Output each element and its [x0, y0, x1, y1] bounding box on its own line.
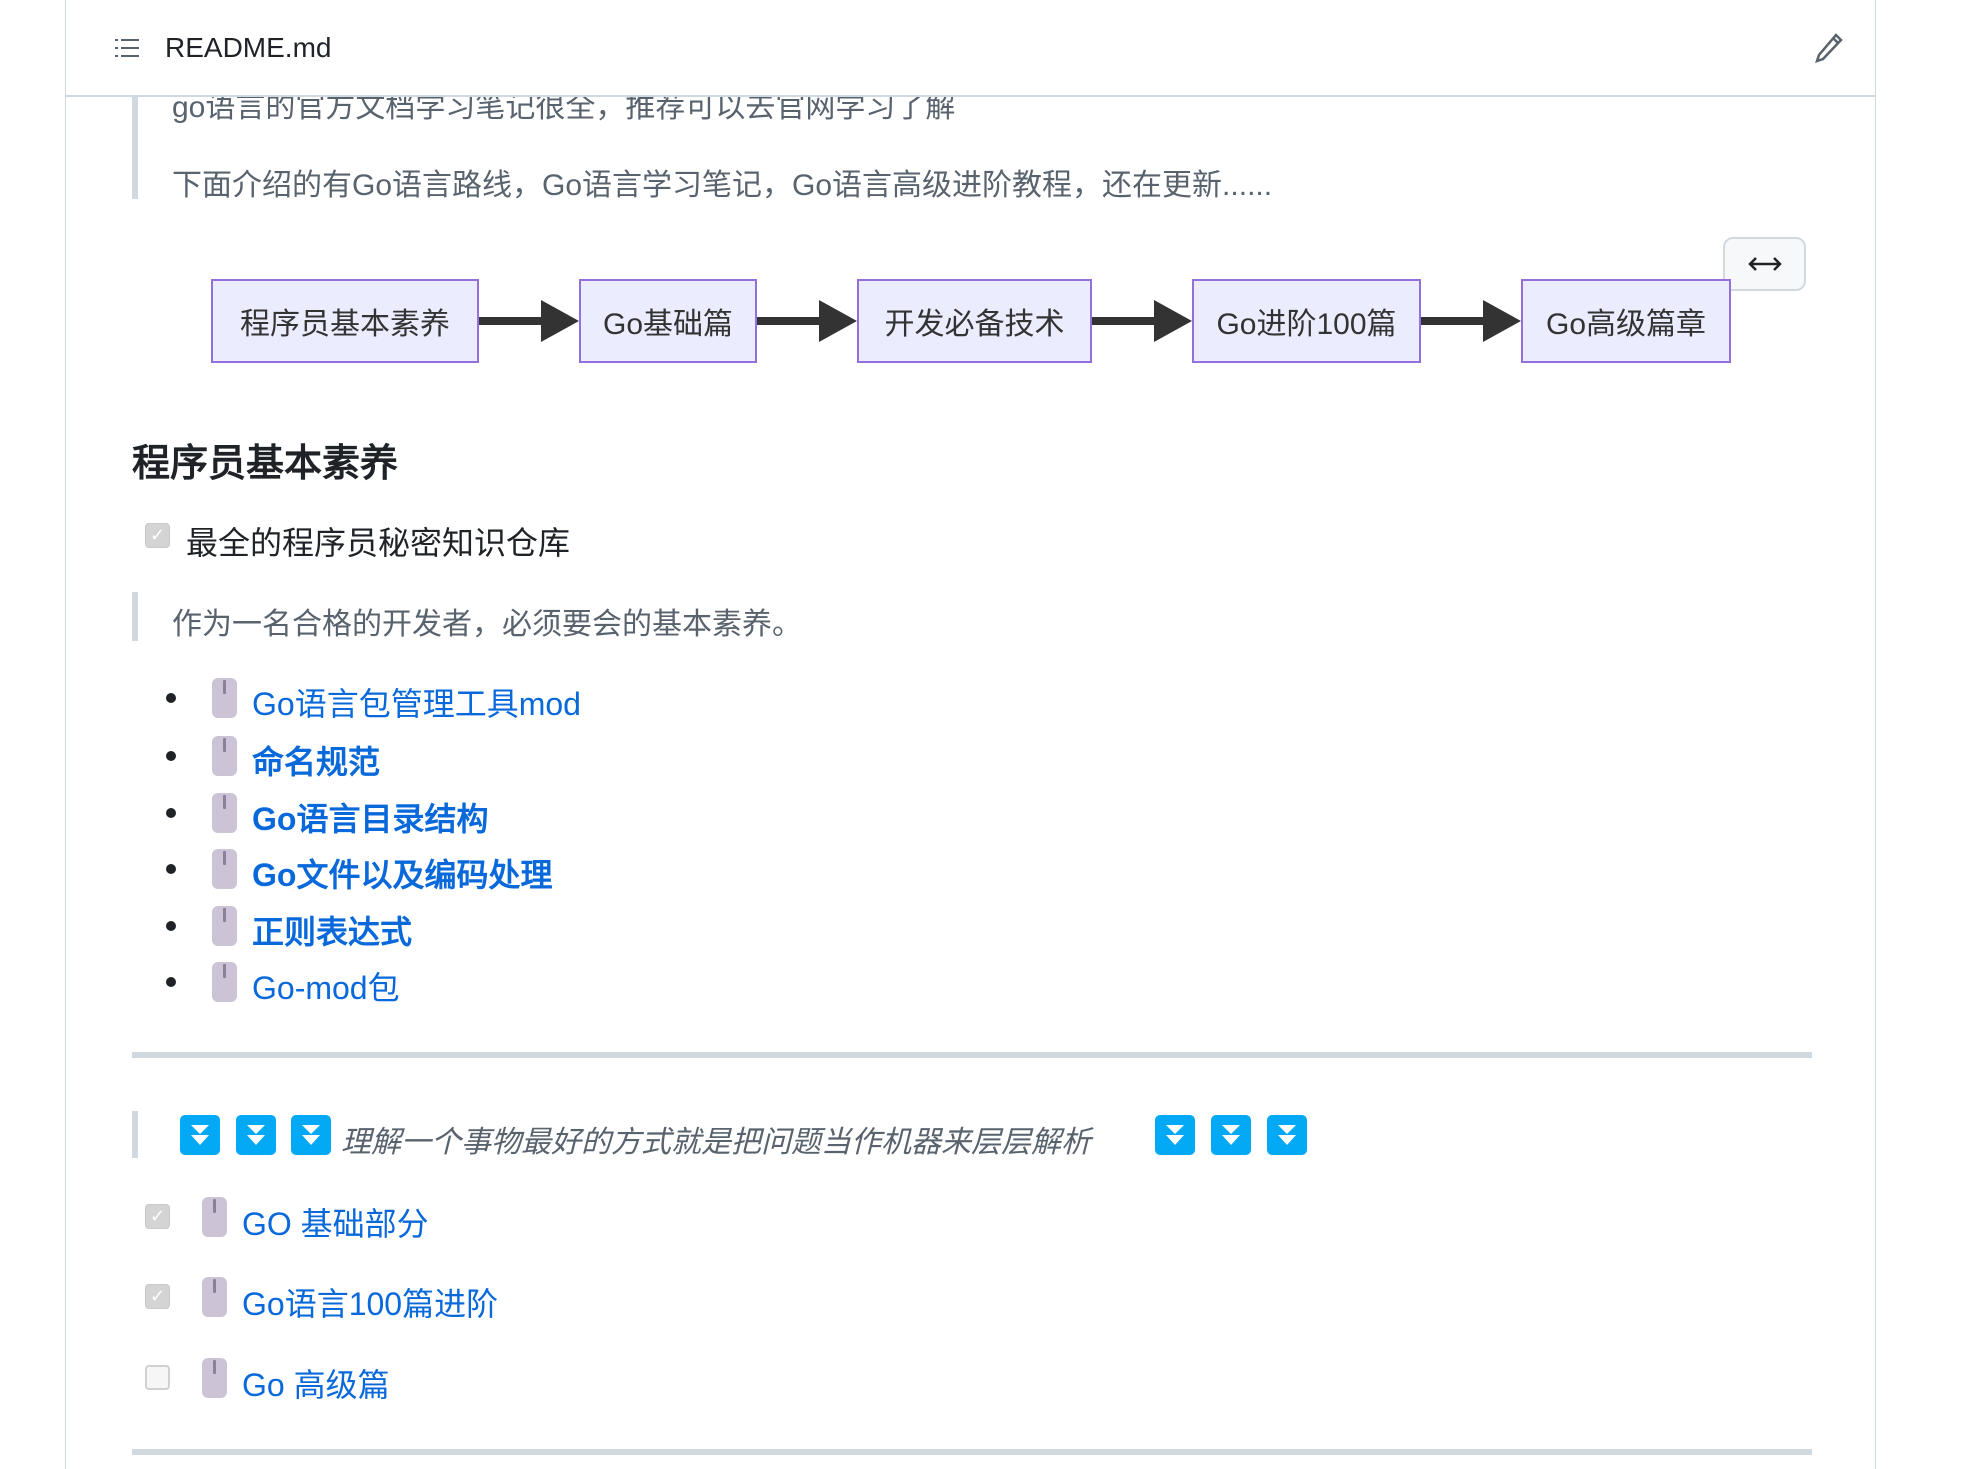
expand-diagram-button[interactable]	[1723, 237, 1806, 291]
mouse-icon	[212, 849, 237, 889]
section-quote: 作为一名合格的开发者，必须要会的基本素养。	[172, 608, 802, 641]
file-header: README.md	[66, 0, 1875, 97]
link-go-mod-tool[interactable]: Go语言包管理工具mod	[252, 686, 581, 722]
double-down-arrow-icon	[180, 1115, 220, 1155]
list-icon[interactable]	[115, 36, 139, 60]
bullet	[166, 921, 176, 931]
divider	[132, 1449, 1812, 1455]
task-checkbox[interactable]: ✓	[145, 523, 170, 548]
link-naming[interactable]: 命名规范	[252, 744, 381, 780]
flow-node: Go高级篇章	[1521, 279, 1731, 363]
task-checkbox[interactable]	[145, 1365, 170, 1390]
task-checkbox[interactable]: ✓	[145, 1284, 170, 1309]
pencil-icon[interactable]	[1814, 32, 1844, 64]
mouse-icon	[202, 1277, 227, 1317]
link-go-mod-pkg[interactable]: Go-mod包	[252, 970, 400, 1006]
readme-card: README.md go语言的官方文档学习笔记很全，推荐可以去官网学习了解 下面…	[65, 0, 1876, 1469]
blockquote-bar	[132, 97, 138, 199]
flow-node: Go进阶100篇	[1192, 279, 1421, 363]
left-right-arrow-icon	[1747, 257, 1782, 271]
mouse-icon	[212, 678, 237, 718]
link-files-encoding[interactable]: Go文件以及编码处理	[252, 857, 553, 893]
task-label: 最全的程序员秘密知识仓库	[186, 525, 571, 561]
divider	[132, 1052, 1812, 1058]
mouse-icon	[202, 1358, 227, 1398]
mouse-icon	[212, 793, 237, 833]
file-title: README.md	[165, 32, 332, 63]
flow-node: 开发必备技术	[857, 279, 1092, 363]
flow-arrow	[1421, 300, 1521, 342]
section-heading: 程序员基本素养	[132, 443, 399, 485]
double-down-arrow-icon	[1155, 1115, 1195, 1155]
blockquote-bar	[132, 592, 138, 641]
bullet	[166, 864, 176, 874]
double-down-arrow-icon	[1211, 1115, 1251, 1155]
double-down-arrow-icon	[291, 1115, 331, 1155]
intro-line: 下面介绍的有Go语言路线，Go语言学习笔记，Go语言高级进阶教程，还在更新...…	[172, 169, 1273, 202]
task-link-go-basics[interactable]: GO 基础部分	[242, 1206, 429, 1242]
blockquote-bar	[132, 1111, 138, 1158]
mouse-icon	[212, 962, 237, 1002]
task-link-go-advanced[interactable]: Go 高级篇	[242, 1367, 390, 1403]
bullet	[166, 693, 176, 703]
flow-arrow	[479, 300, 579, 342]
flow-node: Go基础篇	[579, 279, 757, 363]
task-link-go-100[interactable]: Go语言100篇进阶	[242, 1286, 499, 1322]
flow-arrow	[1092, 300, 1192, 342]
banner-text: 理解一个事物最好的方式就是把问题当作机器来层层解析	[341, 1126, 1091, 1159]
link-directory[interactable]: Go语言目录结构	[252, 801, 489, 837]
bullet	[166, 977, 176, 987]
mouse-icon	[212, 736, 237, 776]
double-down-arrow-icon	[1267, 1115, 1307, 1155]
mouse-icon	[202, 1197, 227, 1237]
mouse-icon	[212, 906, 237, 946]
task-checkbox[interactable]: ✓	[145, 1204, 170, 1229]
double-down-arrow-icon	[236, 1115, 276, 1155]
bullet	[166, 751, 176, 761]
flow-node: 程序员基本素养	[211, 279, 479, 363]
link-regex[interactable]: 正则表达式	[252, 914, 413, 950]
bullet	[166, 808, 176, 818]
flow-arrow	[757, 300, 857, 342]
